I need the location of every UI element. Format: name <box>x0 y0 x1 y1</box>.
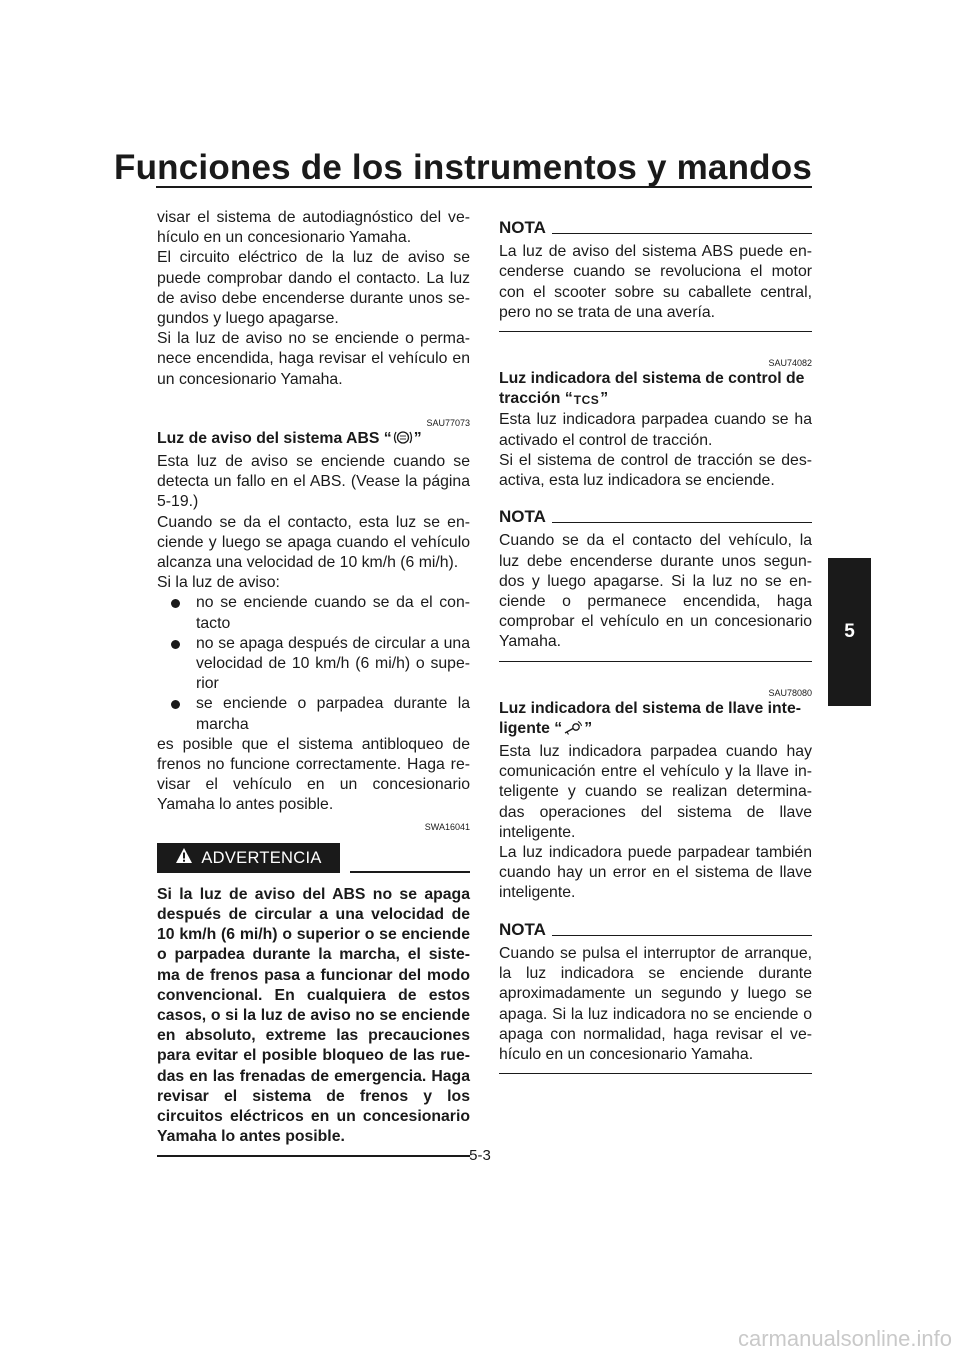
tcs-paragraph-2: Si el sistema de control de tracción se … <box>499 451 812 490</box>
list-item: no se enciende cuando se da el con-tacto <box>157 593 470 633</box>
left-column: visar el sistema de autodiagnóstico del … <box>157 208 470 1158</box>
nota-end-rule-1 <box>499 331 812 333</box>
warning-rule <box>350 870 470 873</box>
key-heading-text: Luz indicadora del sistema de llave inte… <box>499 699 801 737</box>
abs-heading-text: Luz de aviso del sistema ABS “ <box>157 429 392 447</box>
abs-bullet-list: no se enciende cuando se da el con-tacto… <box>157 593 470 734</box>
nota-rule-2 <box>551 522 812 524</box>
abs-warning-icon <box>393 429 413 452</box>
tcs-paragraph-1: Esta luz indicadora parpadea cuando se h… <box>499 411 812 449</box>
abs-heading: Luz de aviso del sistema ABS “ ” <box>157 429 470 452</box>
key-section-code: SAU78080 <box>768 687 812 698</box>
warning-triangle-icon <box>175 847 193 869</box>
nota-end-rule-3 <box>499 1073 812 1075</box>
key-paragraph-1: Esta luz indicadora parpadea cuando hay … <box>499 743 812 841</box>
nota-header-3: NOTA <box>499 920 812 940</box>
key-heading: Luz indicadora del sistema de llave inte… <box>499 699 812 742</box>
warning-label: ADVERTENCIA <box>201 848 322 867</box>
abs-paragraph-3: Si la luz de aviso: <box>157 574 280 592</box>
nota-label-3: NOTA <box>499 919 546 939</box>
smart-key-icon <box>563 720 583 742</box>
bullet-dot-icon <box>171 599 180 609</box>
key-paragraph-2: La luz indicadora puede parpadear tambié… <box>499 844 812 902</box>
warning-end-rule <box>157 1155 470 1158</box>
abs-paragraph-4: es posible que el sistema antibloqueo de… <box>157 735 470 814</box>
page-title: Funciones de los instrumentos y mandos <box>114 148 812 187</box>
nota-header-2: NOTA <box>499 507 812 527</box>
tcs-section-code: SAU74082 <box>768 358 812 369</box>
warning-header: ADVERTENCIA <box>157 841 470 875</box>
nota-text-3: Cuando se pulsa el interruptor de arranq… <box>499 944 812 1063</box>
abs-heading-close: ” <box>413 429 422 447</box>
page-number: 5-3 <box>469 1147 491 1164</box>
intro-paragraph-3: Si la luz de aviso no se enciende o perm… <box>157 330 470 388</box>
intro-paragraph-2: El circuito eléctrico de la luz de aviso… <box>157 249 470 328</box>
header-rule <box>156 186 812 188</box>
warning-text: Si la luz de aviso del ABS no se apaga d… <box>157 885 470 1146</box>
nota-end-rule-2 <box>499 660 812 662</box>
list-item: no se apaga después de circular a una ve… <box>157 634 470 695</box>
nota-label-1: NOTA <box>499 218 546 237</box>
abs-paragraph-1: Esta luz de aviso se enciende cuando se … <box>157 453 470 511</box>
key-heading-close: ” <box>584 719 593 737</box>
nota-header-1: NOTA <box>499 218 812 238</box>
nota-label-2: NOTA <box>499 507 546 527</box>
warning-badge: ADVERTENCIA <box>157 842 340 873</box>
right-column: NOTA La luz de aviso del sistema ABS pue… <box>499 214 812 1075</box>
abs-paragraph-2: Cuando se da el contacto, esta luz se en… <box>157 513 470 572</box>
tcs-icon: TCS <box>573 393 600 408</box>
tcs-heading-close: ” <box>600 390 609 408</box>
tcs-heading-text: Luz indicadora del sistema de control de… <box>499 370 805 408</box>
watermark: carmanualsonline.info <box>737 1326 952 1351</box>
intro-paragraph-1: visar el sistema de autodiagnóstico del … <box>157 209 470 247</box>
abs-section-code: SAU77073 <box>426 417 470 428</box>
nota-rule-3 <box>551 934 812 936</box>
warning-code: SWA16041 <box>424 821 470 832</box>
bullet-dot-icon <box>171 639 180 649</box>
nota-rule-1 <box>551 233 812 235</box>
chapter-tab: 5 <box>828 558 871 706</box>
tcs-heading: Luz indicadora del sistema de control de… <box>499 369 812 410</box>
list-item: se enciende o parpadea durante la marcha <box>157 694 470 734</box>
bullet-dot-icon <box>171 700 180 710</box>
nota-text-2: Cuando se da el contacto del vehículo, l… <box>499 532 812 651</box>
nota-text-1: La luz de aviso del sistema ABS puede en… <box>499 243 812 321</box>
